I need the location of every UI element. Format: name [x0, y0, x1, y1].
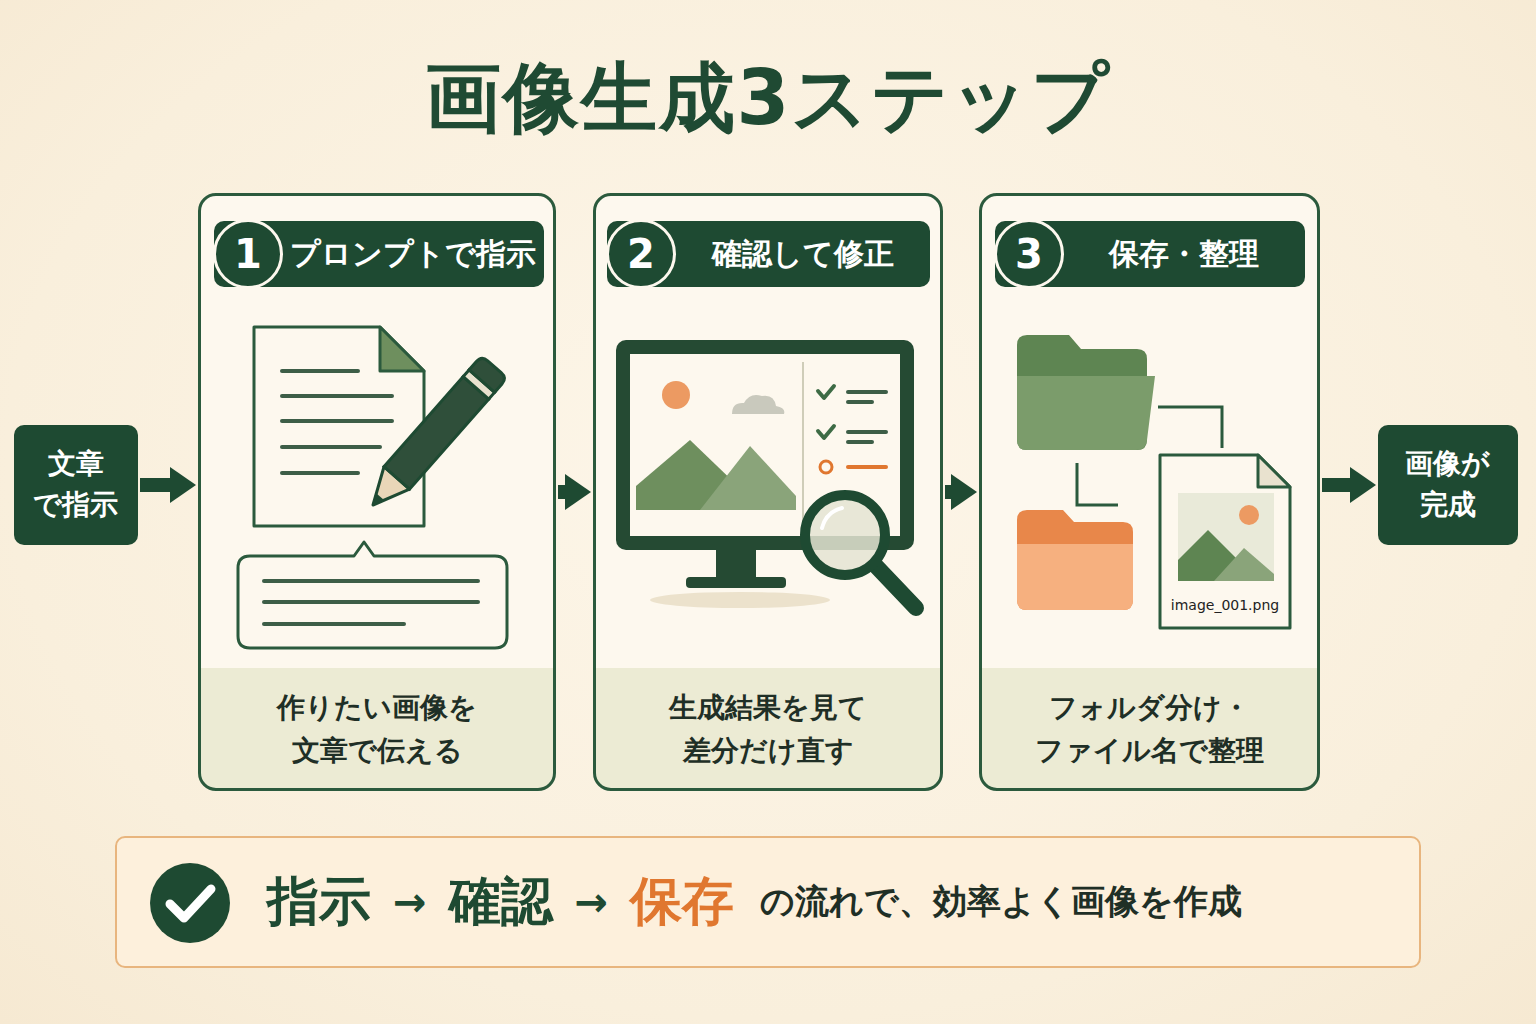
step-heading: プロンプトで指示 — [290, 234, 536, 275]
summary-text: → — [393, 879, 427, 925]
step-header: プロンプトで指示 1 — [214, 221, 544, 287]
pencil-icon — [360, 356, 507, 517]
flow-arrow — [945, 485, 951, 499]
flow-arrow — [1322, 478, 1350, 492]
step-heading: 保存・整理 — [1109, 234, 1259, 275]
step-panel: フォルダ分け・ ファイル名で整理 保存・整理 3 — [979, 193, 1320, 791]
summary-text: 保存 — [630, 867, 734, 937]
image-file-icon — [1160, 455, 1290, 628]
start-label: 文章 で指示 — [26, 444, 127, 525]
step-number: 2 — [627, 234, 655, 274]
step-heading: 確認して修正 — [712, 234, 894, 275]
step-header: 保存・整理 3 — [995, 221, 1305, 287]
start-box: 文章 で指示 — [14, 425, 138, 545]
step-description-area: 生成結果を見て 差分だけ直す — [596, 670, 940, 788]
step-description-area: 作りたい画像を 文章で伝える — [201, 670, 553, 788]
step-number-circle: 1 — [213, 219, 283, 289]
flow-arrow — [140, 478, 170, 492]
magnifier-icon — [805, 495, 916, 608]
diagram-title: 画像生成3ステップ — [0, 46, 1536, 150]
step-header: 確認して修正 2 — [607, 221, 930, 287]
speech-bubble-icon — [238, 542, 507, 648]
summary-text: 確認 — [449, 867, 553, 937]
step-description: 生成結果を見て 差分だけ直す — [639, 686, 897, 773]
step-description-area: フォルダ分け・ ファイル名で整理 — [982, 670, 1317, 788]
step-description: フォルダ分け・ ファイル名で整理 — [1021, 686, 1279, 773]
step-number: 3 — [1015, 234, 1043, 274]
result-box: 画像が 完成 — [1378, 425, 1518, 545]
flow-arrow — [558, 485, 565, 499]
summary-text: → — [575, 879, 609, 925]
summary-text: 指示 — [267, 867, 371, 937]
step-number-circle: 2 — [606, 219, 676, 289]
result-label: 画像が 完成 — [1398, 444, 1499, 525]
step-panel: 生成結果を見て 差分だけ直す 確認して修正 2 — [593, 193, 943, 791]
folder-icon-orange — [1017, 510, 1133, 610]
file-name-label: image_001.png — [1160, 597, 1290, 613]
step-number: 1 — [234, 234, 262, 274]
folder-link-lines — [1077, 407, 1222, 505]
step-description: 作りたい画像を 文章で伝える — [248, 686, 506, 773]
summary-text: の流れで、効率よく画像を作成 — [760, 879, 1242, 925]
monitor-icon — [616, 340, 914, 608]
step-panel: 作りたい画像を 文章で伝える プロンプトで指示 1 — [198, 193, 556, 791]
summary-banner: 指示 → 確認 → 保存の流れで、効率よく画像を作成 — [115, 836, 1421, 968]
folder-icon-green — [1017, 335, 1155, 450]
step-number-circle: 3 — [994, 219, 1064, 289]
document-icon — [254, 327, 424, 526]
check-icon — [150, 863, 230, 943]
